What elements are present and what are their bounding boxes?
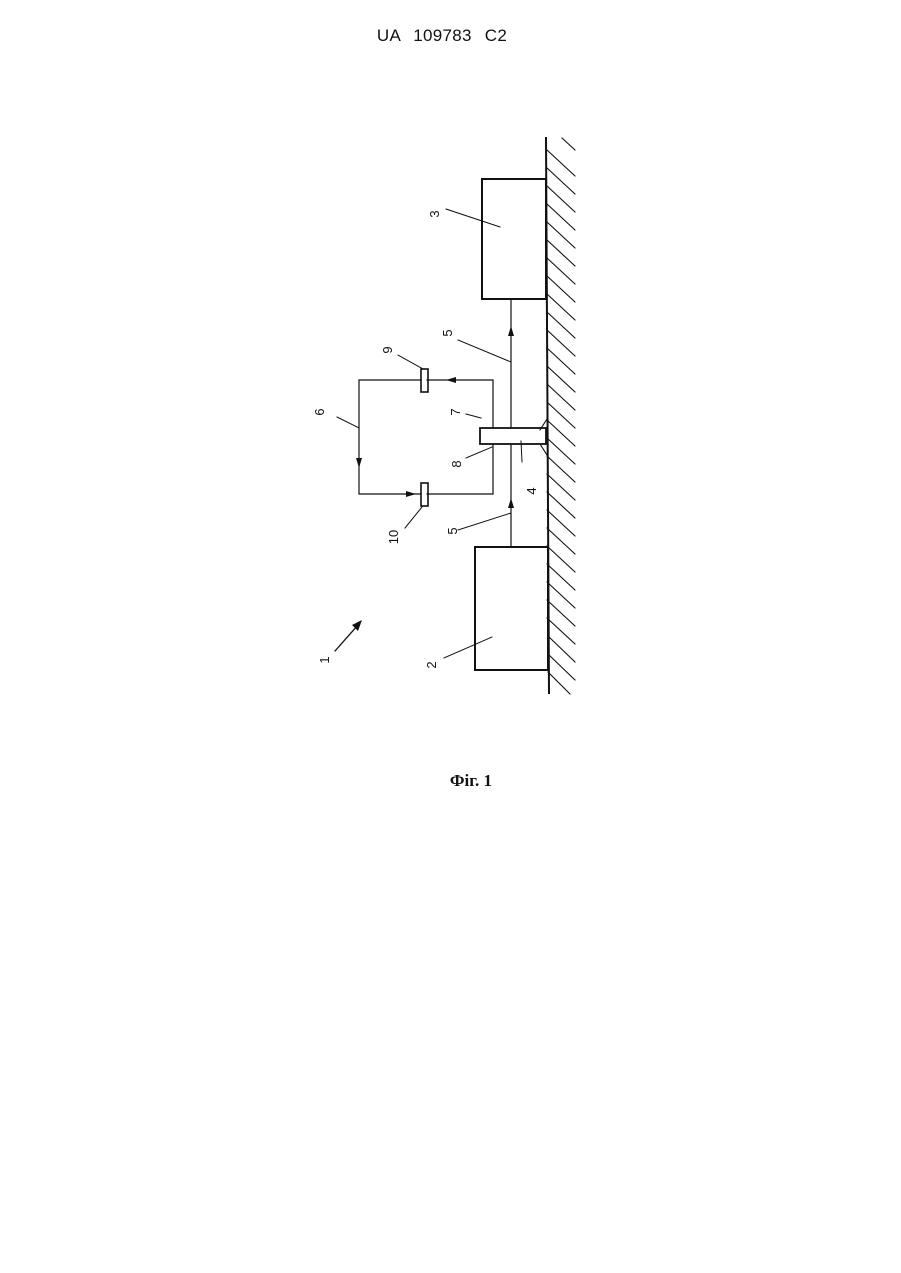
label-1: 1: [317, 656, 332, 663]
element-4-bar: [480, 428, 546, 444]
loop-6: [359, 380, 493, 494]
label-7: 7: [448, 408, 463, 415]
figure-caption: Фіг. 1: [0, 771, 901, 791]
system-pointer-line: [335, 625, 358, 651]
arrow-6-bottom: [406, 491, 416, 497]
arrow-6-top: [446, 377, 456, 383]
label-5-upper: 5: [440, 329, 455, 336]
arrow-5-upper: [508, 326, 514, 336]
label-9: 9: [380, 346, 395, 353]
label-3: 3: [427, 210, 442, 217]
arrow-5-lower: [508, 498, 514, 508]
unit-2-box: [475, 547, 548, 670]
label-5-lower: 5: [445, 527, 460, 534]
label-6: 6: [312, 408, 327, 415]
label-2: 2: [424, 661, 439, 668]
unit-3-box: [482, 179, 546, 299]
label-8: 8: [449, 460, 464, 467]
label-10: 10: [386, 530, 401, 544]
arrow-6-left: [356, 458, 362, 468]
leader-lines: [337, 209, 522, 658]
label-4: 4: [524, 487, 539, 494]
